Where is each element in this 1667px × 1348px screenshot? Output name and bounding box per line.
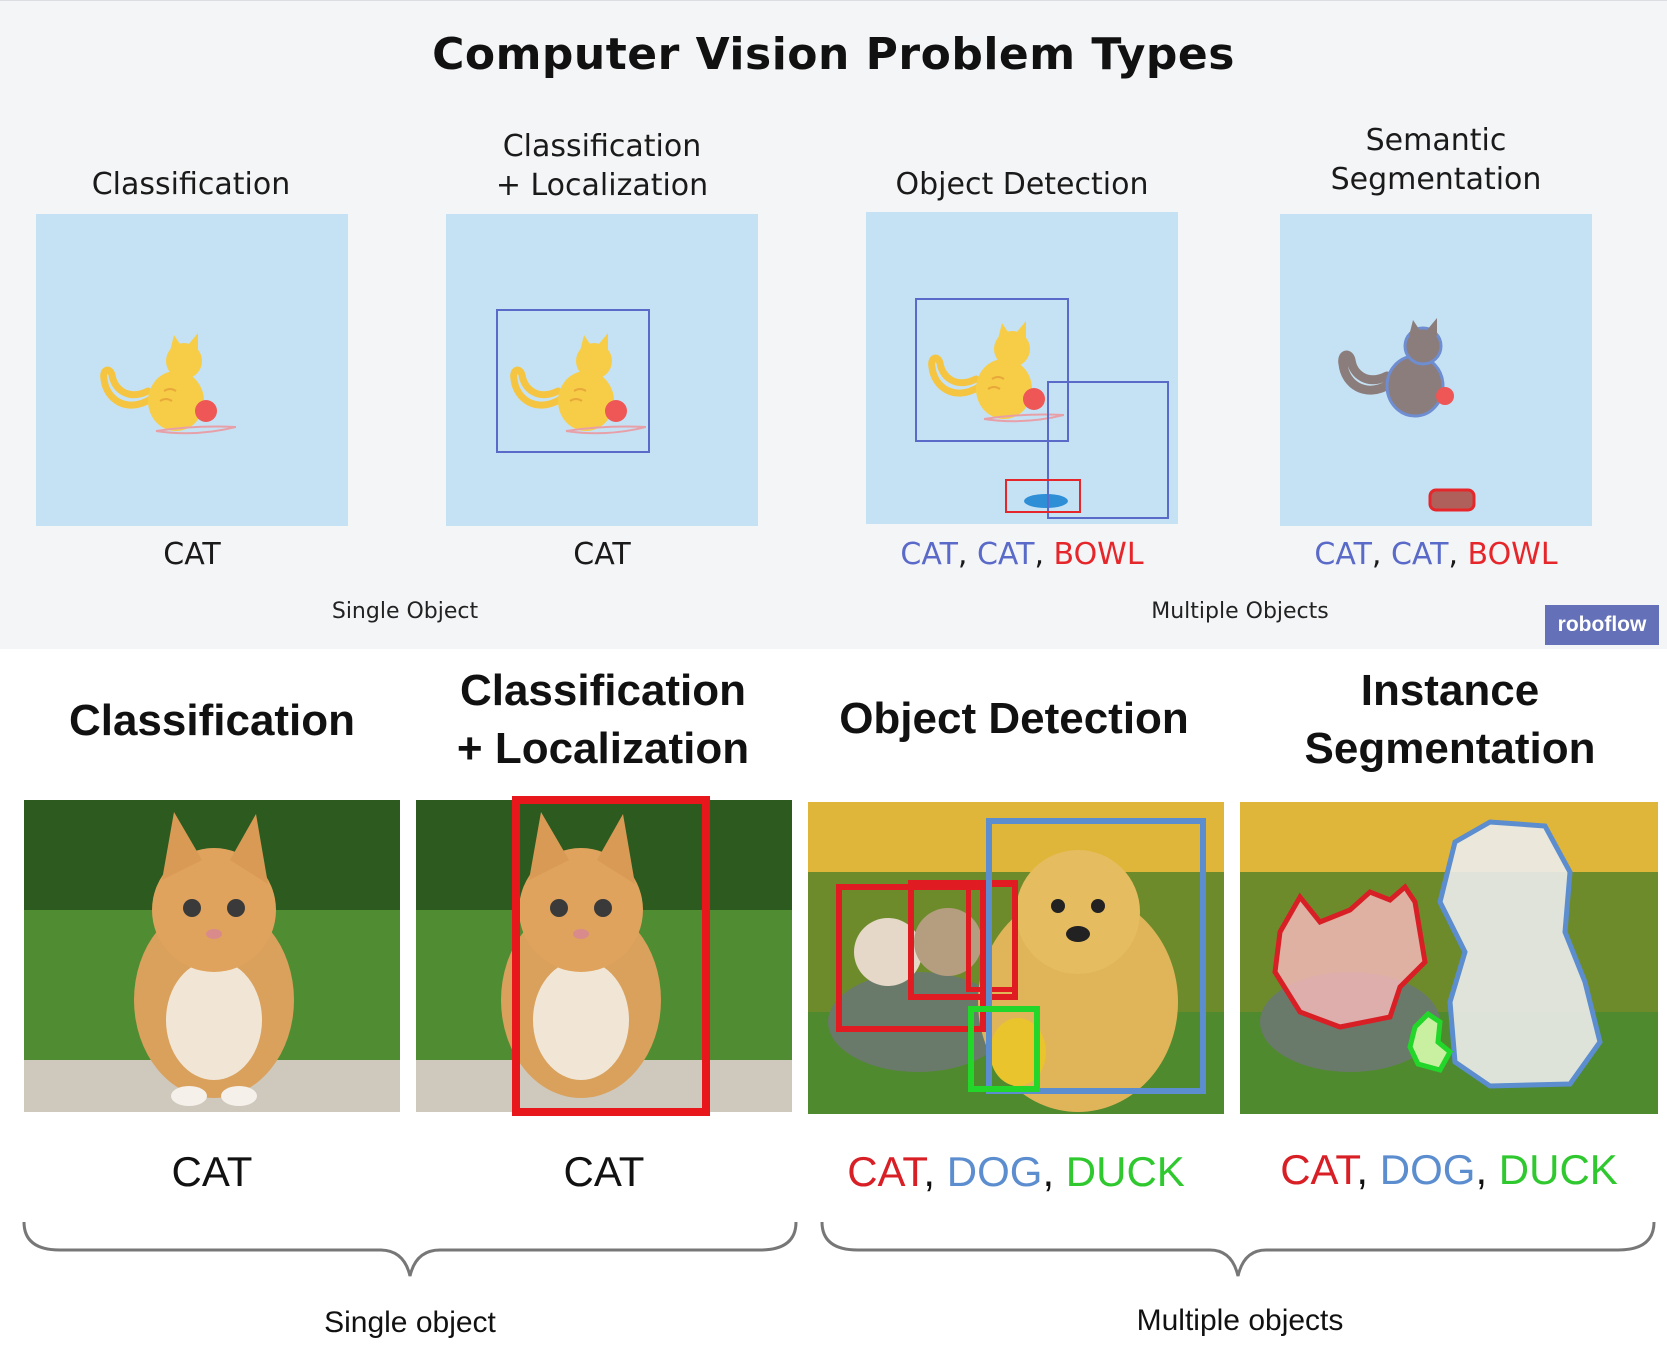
kitten-photo-classification	[24, 800, 400, 1112]
bottom-label-classification: CAT	[171, 1148, 253, 1195]
top-label-object-detection: CAT, CAT, BOWL	[900, 537, 1144, 572]
top-label-semantic-segmentation: CAT, CAT, BOWL	[1314, 537, 1558, 572]
bounding-box-cat-2	[1047, 381, 1169, 519]
bounding-box-bowl	[1005, 479, 1081, 513]
bottom-label-instance-segmentation: CAT, DOG, DUCK	[1280, 1146, 1618, 1193]
segmentation-mask-dog	[1437, 819, 1603, 1089]
top-col-title-object-detection: Object Detection	[895, 167, 1149, 202]
cartoon-cats-bowl-image	[915, 298, 1169, 519]
segmentation-mask-duck	[1407, 1010, 1454, 1073]
top-canvas-object-detection	[866, 212, 1178, 524]
bounding-box-cat	[512, 796, 710, 1116]
brace-multiple-objects	[820, 1221, 1656, 1277]
top-diagram-panel: Computer Vision Problem Types Classifica…	[0, 0, 1667, 649]
bottom-group-multiple-objects: Multiple objects	[1136, 1304, 1344, 1337]
top-group-single-object: Single Object	[331, 599, 479, 624]
cartoon-cat-image	[36, 214, 348, 526]
cartoon-cat-image	[496, 309, 650, 453]
bounding-box-cat-3	[966, 882, 1018, 992]
kitten-photo-localization	[416, 800, 792, 1112]
bounding-box-dog	[986, 818, 1206, 1094]
segmentation-mask-cats	[1272, 883, 1428, 1030]
bottom-col-title-object-detection: Object Detection	[839, 694, 1189, 743]
bottom-group-single-object: Single object	[324, 1306, 496, 1339]
group-braces	[22, 1221, 1656, 1277]
bottom-col-title-classification: Classification	[68, 696, 356, 745]
page-title: Computer Vision Problem Types	[432, 29, 1235, 80]
top-group-multiple-objects: Multiple Objects	[1151, 599, 1329, 624]
bottom-col-title-classification-localization: Classification + Localization	[456, 666, 750, 773]
top-label-classification: CAT	[163, 537, 221, 572]
roboflow-logo: roboflow	[1545, 605, 1659, 645]
top-col-title-classification-localization: Classification + Localization	[495, 129, 709, 203]
bottom-label-classification-localization: CAT	[563, 1148, 645, 1195]
segmented-cats-bowl-image	[1280, 214, 1476, 512]
segmentation-mask-bowl	[1428, 488, 1476, 512]
top-canvas-classification	[36, 214, 348, 526]
top-canvas-classification-localization	[446, 214, 758, 526]
bounding-box-cat	[496, 309, 650, 453]
top-col-title-classification: Classification	[91, 167, 291, 202]
pets-photo-instance-segmentation	[1240, 802, 1658, 1114]
bottom-label-object-detection: CAT, DOG, DUCK	[847, 1148, 1185, 1195]
top-label-classification-localization: CAT	[573, 537, 631, 572]
brace-single-object	[22, 1221, 798, 1277]
top-col-title-semantic-segmentation: Semantic Segmentation	[1330, 123, 1542, 197]
top-canvas-semantic-segmentation	[1280, 214, 1592, 526]
bottom-col-title-instance-segmentation: Instance Segmentation	[1304, 666, 1596, 773]
bounding-box-cat-1	[915, 298, 1069, 442]
bounding-box-duck	[968, 1006, 1040, 1092]
